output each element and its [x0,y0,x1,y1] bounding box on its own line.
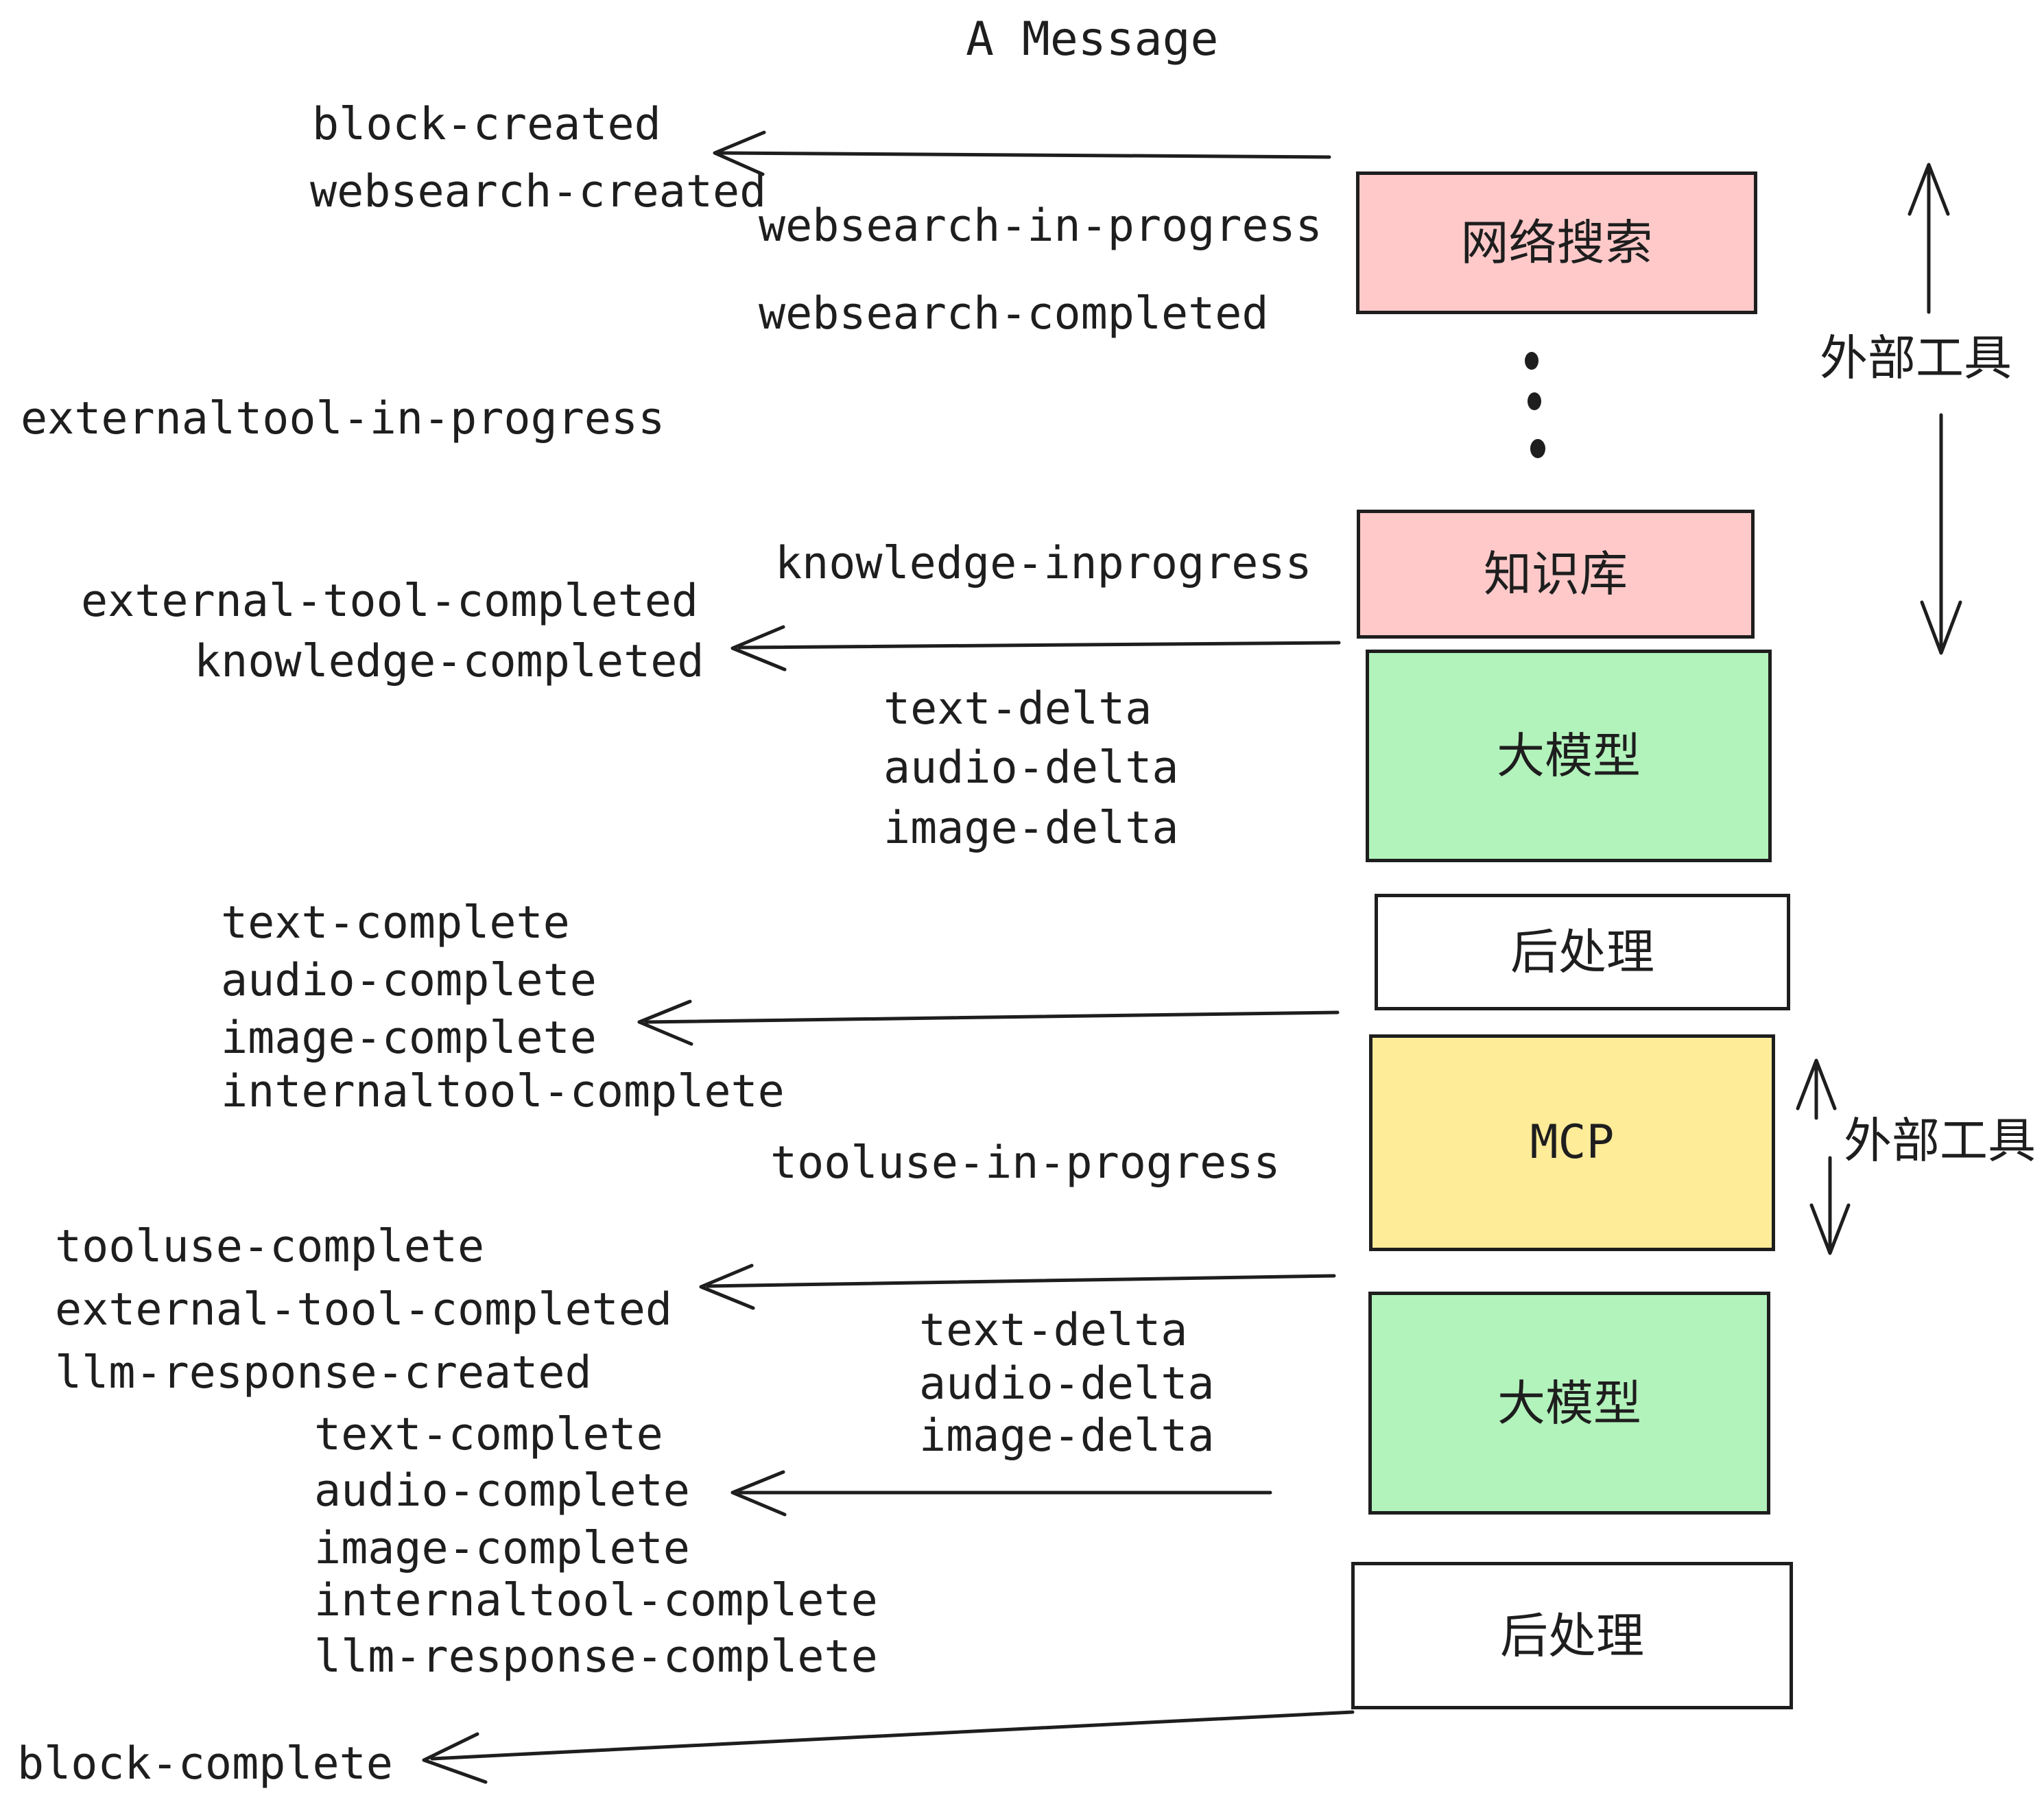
label-external-tools-2: 外部工具 [1844,1114,2036,1167]
arrow-external-tools-1-up-head [1908,163,1950,216]
box-postprocess-1-label: 后处理 [1510,925,1654,979]
event-llm-response-complete: llm-response-complete [314,1631,878,1683]
arrow-to-tooluse-complete-shaft [706,1274,1336,1288]
event-audio-complete-2: audio-complete [314,1465,690,1517]
arrow-external-tools-2-up [1796,1058,1837,1120]
arrow-to-audio-complete-head [730,1470,787,1517]
event-externaltool-in-progress: externaltool-in-progress [21,393,665,444]
box-llm-1: 大模型 [1366,650,1772,862]
ellipsis-dot-3 [1530,439,1545,458]
event-external-tool-completed-1: external-tool-completed [81,575,699,627]
arrow-to-block-complete-shaft [430,1710,1355,1761]
arrow-external-tools-2-up-head [1796,1058,1837,1111]
event-block-complete: block-complete [17,1738,393,1790]
box-llm-2: 大模型 [1368,1292,1770,1515]
arrow-to-image-complete [637,999,1340,1046]
arrow-to-knowledge-completed [730,625,1341,672]
event-tooluse-in-progress: tooluse-in-progress [770,1137,1281,1189]
arrow-to-image-complete-shaft [644,1010,1340,1024]
event-block-created: block-created [312,99,661,150]
arrow-external-tools-1-down [1920,413,1962,655]
event-image-complete-1: image-complete [221,1012,597,1064]
arrow-to-block-created [713,130,1331,176]
box-mcp-label: MCP [1530,1115,1615,1170]
event-image-delta-1: image-delta [883,803,1179,854]
event-text-delta-1: text-delta [883,683,1152,735]
event-audio-complete-1: audio-complete [221,955,597,1006]
arrow-to-block-created-head [713,130,766,176]
event-websearch-created: websearch-created [310,166,767,217]
arrow-to-tooluse-complete [699,1263,1336,1310]
event-image-complete-2: image-complete [314,1523,690,1574]
event-internaltool-complete-2: internaltool-complete [314,1575,878,1626]
event-external-tool-completed-2: external-tool-completed [55,1284,673,1336]
arrow-to-knowledge-completed-head [730,625,787,672]
page-title: A Message [966,12,1219,67]
arrow-to-tooluse-complete-head [699,1263,755,1310]
arrow-external-tools-1-up [1908,163,1950,314]
event-audio-delta-1: audio-delta [883,742,1179,794]
event-internaltool-complete-1: internaltool-complete [221,1066,785,1117]
arrow-to-block-complete [422,1710,1355,1784]
arrow-to-audio-complete [730,1470,1272,1517]
box-llm-2-label: 大模型 [1497,1376,1641,1430]
arrow-to-knowledge-completed-shaft [737,641,1341,650]
event-text-complete-2: text-complete [314,1409,663,1460]
event-knowledge-completed: knowledge-completed [194,636,704,687]
box-postprocess-1: 后处理 [1375,894,1790,1010]
box-websearch-label: 网络搜索 [1460,216,1653,270]
arrow-to-block-complete-head [422,1732,488,1784]
box-knowledge-base-label: 知识库 [1484,547,1628,601]
ellipsis-dot-2 [1528,392,1541,410]
box-websearch: 网络搜索 [1356,171,1757,314]
label-external-tools-1: 外部工具 [1820,331,2012,385]
arrow-to-image-complete-head [637,999,693,1046]
event-audio-delta-2: audio-delta [919,1358,1215,1410]
event-image-delta-2: image-delta [919,1410,1215,1462]
arrow-external-tools-1-down-head [1920,600,1962,655]
arrow-external-tools-2-down-head [1809,1203,1851,1255]
event-knowledge-inprogress: knowledge-inprogress [775,538,1312,589]
event-text-delta-2: text-delta [919,1305,1188,1356]
event-tooluse-complete: tooluse-complete [55,1221,485,1272]
event-llm-response-created: llm-response-created [55,1347,592,1399]
event-websearch-in-progress: websearch-in-progress [759,200,1322,252]
ellipsis-dots [1525,352,1545,458]
box-mcp: MCP [1369,1034,1775,1251]
box-postprocess-2-label: 后处理 [1500,1609,1644,1663]
box-postprocess-2: 后处理 [1351,1562,1793,1709]
event-websearch-completed: websearch-completed [759,288,1269,340]
ellipsis-dot-1 [1525,352,1538,370]
box-knowledge-base: 知识库 [1357,510,1755,639]
box-llm-1-label: 大模型 [1497,729,1641,783]
arrow-external-tools-2-down [1809,1156,1851,1255]
event-text-complete-1: text-complete [221,897,570,949]
arrow-to-block-created-shaft [718,151,1331,159]
